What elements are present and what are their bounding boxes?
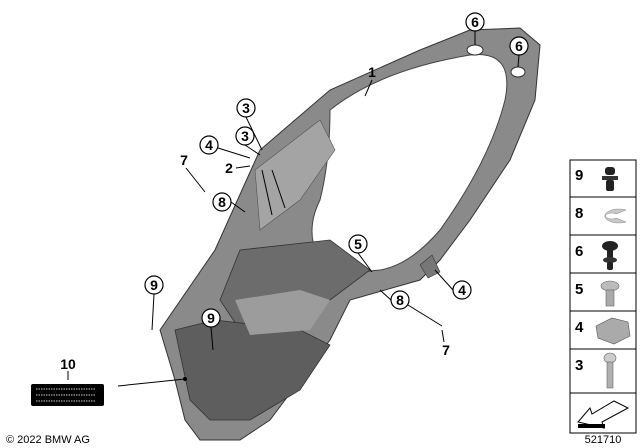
legend-number: 3 bbox=[575, 357, 583, 374]
expanding-rivet-icon bbox=[602, 241, 618, 270]
callout-2: 2 bbox=[225, 160, 233, 176]
legend-number: 8 bbox=[575, 205, 583, 222]
anchor-dot bbox=[183, 377, 187, 381]
torx-screw-icon bbox=[600, 280, 620, 307]
callout-3: 3 bbox=[242, 100, 250, 116]
torx-bolt-icon bbox=[603, 352, 617, 389]
callout-4: 4 bbox=[205, 137, 213, 153]
callout-6: 6 bbox=[471, 14, 479, 30]
legend-number: 5 bbox=[575, 281, 583, 298]
callout-9: 9 bbox=[150, 277, 158, 293]
fastener-legend: 9 8 6 5 4 3 bbox=[569, 159, 637, 434]
callout-10: 10 bbox=[60, 356, 76, 372]
callout-4: 4 bbox=[458, 282, 466, 298]
washer-clip-icon bbox=[604, 208, 627, 224]
copyright: © 2022 BMW AG bbox=[6, 434, 90, 446]
storage-tray-part bbox=[159, 27, 541, 441]
label-sticker-part bbox=[31, 384, 104, 406]
callout-8: 8 bbox=[396, 292, 404, 308]
callout-5: 5 bbox=[354, 236, 362, 252]
callout-circles bbox=[144, 12, 529, 328]
callout-6: 6 bbox=[515, 38, 523, 54]
callout-1: 1 bbox=[368, 64, 376, 80]
callout-8: 8 bbox=[218, 194, 226, 210]
legend-number: 6 bbox=[575, 243, 583, 260]
push-rivet-icon bbox=[602, 167, 618, 191]
diagram-id: 521710 bbox=[585, 434, 622, 446]
legend-number: 4 bbox=[575, 319, 584, 336]
clip-nut-icon bbox=[595, 317, 631, 345]
leader-lines bbox=[67, 31, 520, 387]
legend-number: 9 bbox=[575, 167, 583, 184]
callout-9: 9 bbox=[207, 310, 215, 326]
callout-7: 7 bbox=[442, 342, 450, 358]
callout-3: 3 bbox=[241, 128, 249, 144]
callout-7: 7 bbox=[180, 152, 188, 168]
